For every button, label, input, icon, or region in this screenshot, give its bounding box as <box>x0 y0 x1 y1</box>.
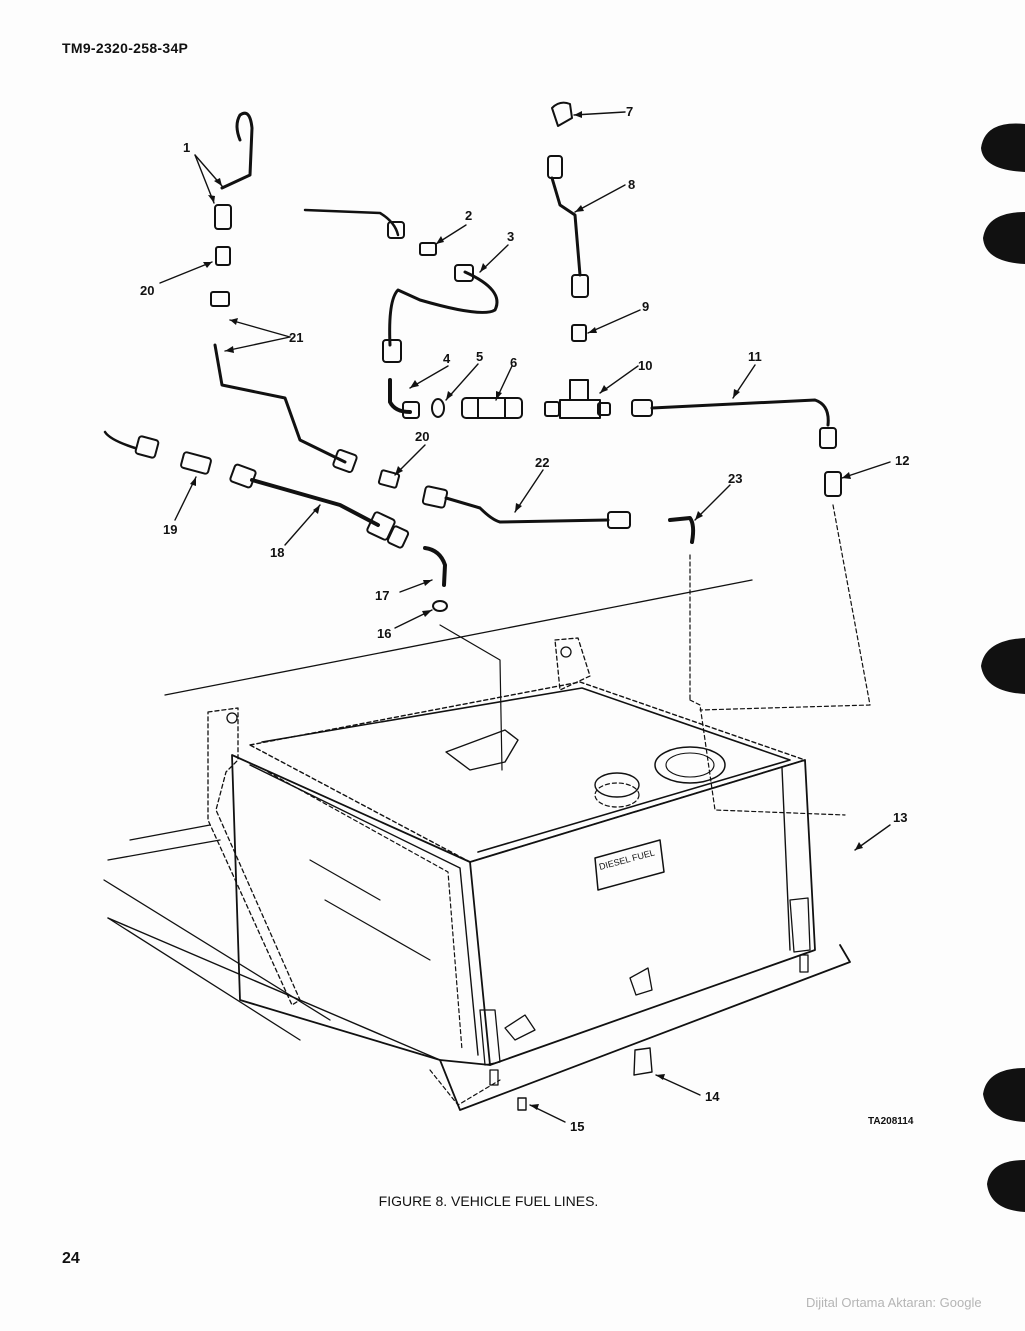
callout-5: 5 <box>476 349 483 364</box>
binder-hole-2 <box>983 212 1025 264</box>
part-11-line <box>650 398 830 427</box>
tank-plate-label: DIESEL FUEL <box>598 847 656 871</box>
part-17-elbow <box>423 546 447 587</box>
callout-22: 22 <box>535 455 549 470</box>
callout-12: 12 <box>895 453 909 468</box>
callout-16: 16 <box>377 626 391 641</box>
routing-lines <box>439 504 871 816</box>
digitization-watermark: Dijital Ortama Aktaran: Google <box>806 1295 982 1310</box>
callout-leaders <box>159 111 891 1123</box>
callout-17: 17 <box>375 588 389 603</box>
callout-21: 21 <box>289 330 303 345</box>
document-id: TM9-2320-258-34P <box>62 40 189 56</box>
part-22-line <box>444 496 610 524</box>
part-4-elbow <box>388 378 412 414</box>
callout-11: 11 <box>748 349 762 364</box>
callout-7: 7 <box>626 104 633 119</box>
callout-20-lower: 20 <box>415 429 429 444</box>
binder-hole-5 <box>987 1160 1025 1212</box>
part-21-tube <box>213 343 347 464</box>
binder-holes <box>981 123 1025 1212</box>
part-20-fitting-upper <box>215 246 231 266</box>
part-5-washer <box>431 398 445 418</box>
part-10-tee <box>559 379 601 419</box>
part-1-tube <box>220 111 254 190</box>
figure-code: TA208114 <box>868 1116 914 1127</box>
callout-15: 15 <box>570 1119 584 1134</box>
part-20-fitting-lower <box>377 469 401 489</box>
figure-caption: FIGURE 8. VEHICLE FUEL LINES. <box>0 1193 1025 1209</box>
fuel-tank: DIESEL FUEL <box>103 579 851 1111</box>
part-7-elbow <box>551 101 573 127</box>
binder-hole-3 <box>981 638 1025 694</box>
binder-hole-4 <box>983 1068 1025 1122</box>
figure-caption-text: FIGURE 8. VEHICLE FUEL LINES. <box>378 1193 599 1209</box>
callout-1: 1 <box>183 140 190 155</box>
part-19-fitting <box>180 451 212 475</box>
callout-6: 6 <box>510 355 517 370</box>
callout-9: 9 <box>642 299 649 314</box>
part-8-line <box>550 176 582 277</box>
callout-14: 14 <box>705 1089 720 1104</box>
callout-20-upper: 20 <box>140 283 154 298</box>
callout-8: 8 <box>628 177 635 192</box>
callout-4: 4 <box>443 351 451 366</box>
part-2-fitting <box>419 242 437 256</box>
callout-19: 19 <box>163 522 177 537</box>
callout-10: 10 <box>638 358 652 373</box>
part-6-valve <box>461 397 523 419</box>
part-18-hose <box>250 478 380 527</box>
callout-23: 23 <box>728 471 742 486</box>
callout-2: 2 <box>465 208 472 223</box>
callout-arrowheads <box>190 111 863 1110</box>
part-23-elbow <box>668 516 696 544</box>
part-12-fitting <box>824 471 842 497</box>
callout-13: 13 <box>893 810 907 825</box>
part-3-line <box>388 270 499 347</box>
part-9-fitting <box>571 324 587 342</box>
callout-18: 18 <box>270 545 284 560</box>
part-16-washer <box>432 600 448 612</box>
binder-hole-1 <box>981 123 1025 172</box>
page-number: 24 <box>62 1250 80 1267</box>
callout-3: 3 <box>507 229 514 244</box>
